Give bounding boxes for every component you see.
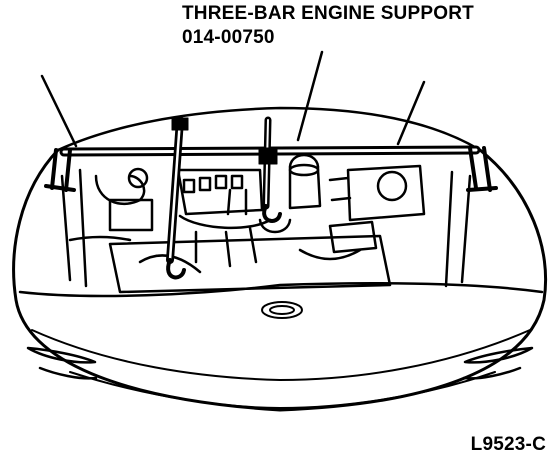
figure-code: L9523-C [470, 434, 546, 455]
car-body-outline [12, 106, 548, 412]
leader-line-left [40, 74, 78, 148]
leader-lines [40, 50, 426, 148]
support-right-foot [468, 146, 492, 192]
right-lamp [462, 346, 534, 380]
left-lamp [26, 346, 98, 380]
callout-part-number: 014-00750 [182, 27, 275, 48]
front-emblem [261, 301, 303, 319]
support-left-foot [50, 148, 72, 192]
engine-support-tool [44, 116, 498, 280]
engine-bay-components [60, 153, 472, 294]
callout-title: THREE-BAR ENGINE SUPPORT [182, 3, 474, 24]
leader-line-center [296, 50, 324, 142]
leader-line-right [396, 80, 426, 146]
